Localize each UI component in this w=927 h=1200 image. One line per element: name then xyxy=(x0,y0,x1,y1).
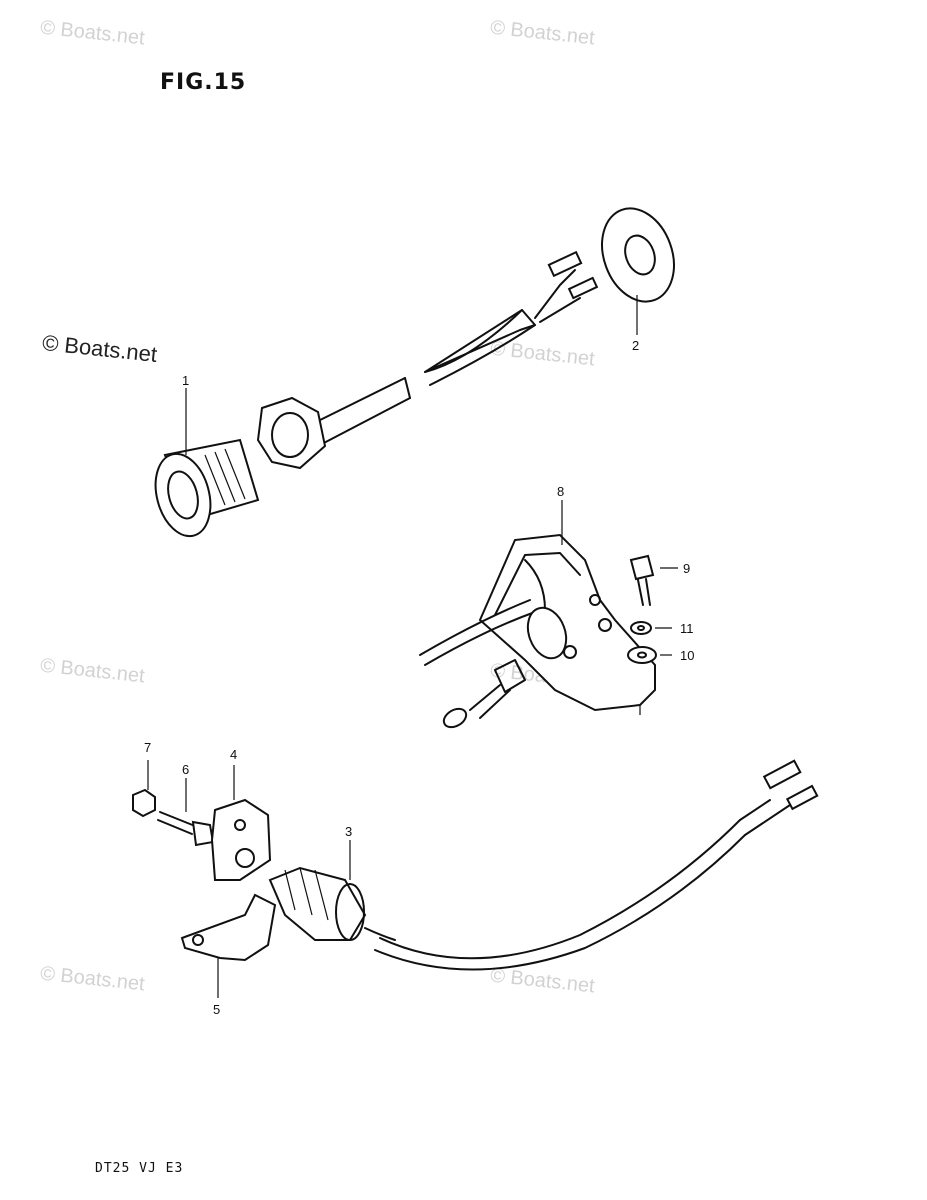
washer-part-2 xyxy=(601,207,675,335)
bracket-part-4 xyxy=(210,765,272,881)
washer-part-11 xyxy=(630,621,672,635)
callout-6: 6 xyxy=(182,762,190,777)
callout-8: 8 xyxy=(557,484,565,499)
callout-2: 2 xyxy=(632,338,640,353)
model-code: DT25 VJ E3 xyxy=(95,1161,184,1176)
callout-7: 7 xyxy=(144,740,152,755)
callout-10: 10 xyxy=(680,648,695,663)
callout-1: 1 xyxy=(182,373,190,388)
callout-3: 3 xyxy=(345,824,353,839)
bolt-part-9 xyxy=(629,554,678,606)
meter-part-1 xyxy=(154,250,599,538)
callout-5: 5 xyxy=(213,1002,221,1017)
callout-9: 9 xyxy=(683,561,691,576)
figure-title: FIG.15 xyxy=(160,70,247,95)
washer-part-10 xyxy=(627,646,672,664)
nut-part-7 xyxy=(132,760,156,818)
callout-11: 11 xyxy=(680,621,694,636)
callout-4: 4 xyxy=(230,747,238,762)
bracket-part-5 xyxy=(180,893,277,998)
bolt-part-6 xyxy=(157,778,215,847)
switch-assembly-part-8 xyxy=(419,500,656,729)
switch-part-3 xyxy=(268,759,819,971)
